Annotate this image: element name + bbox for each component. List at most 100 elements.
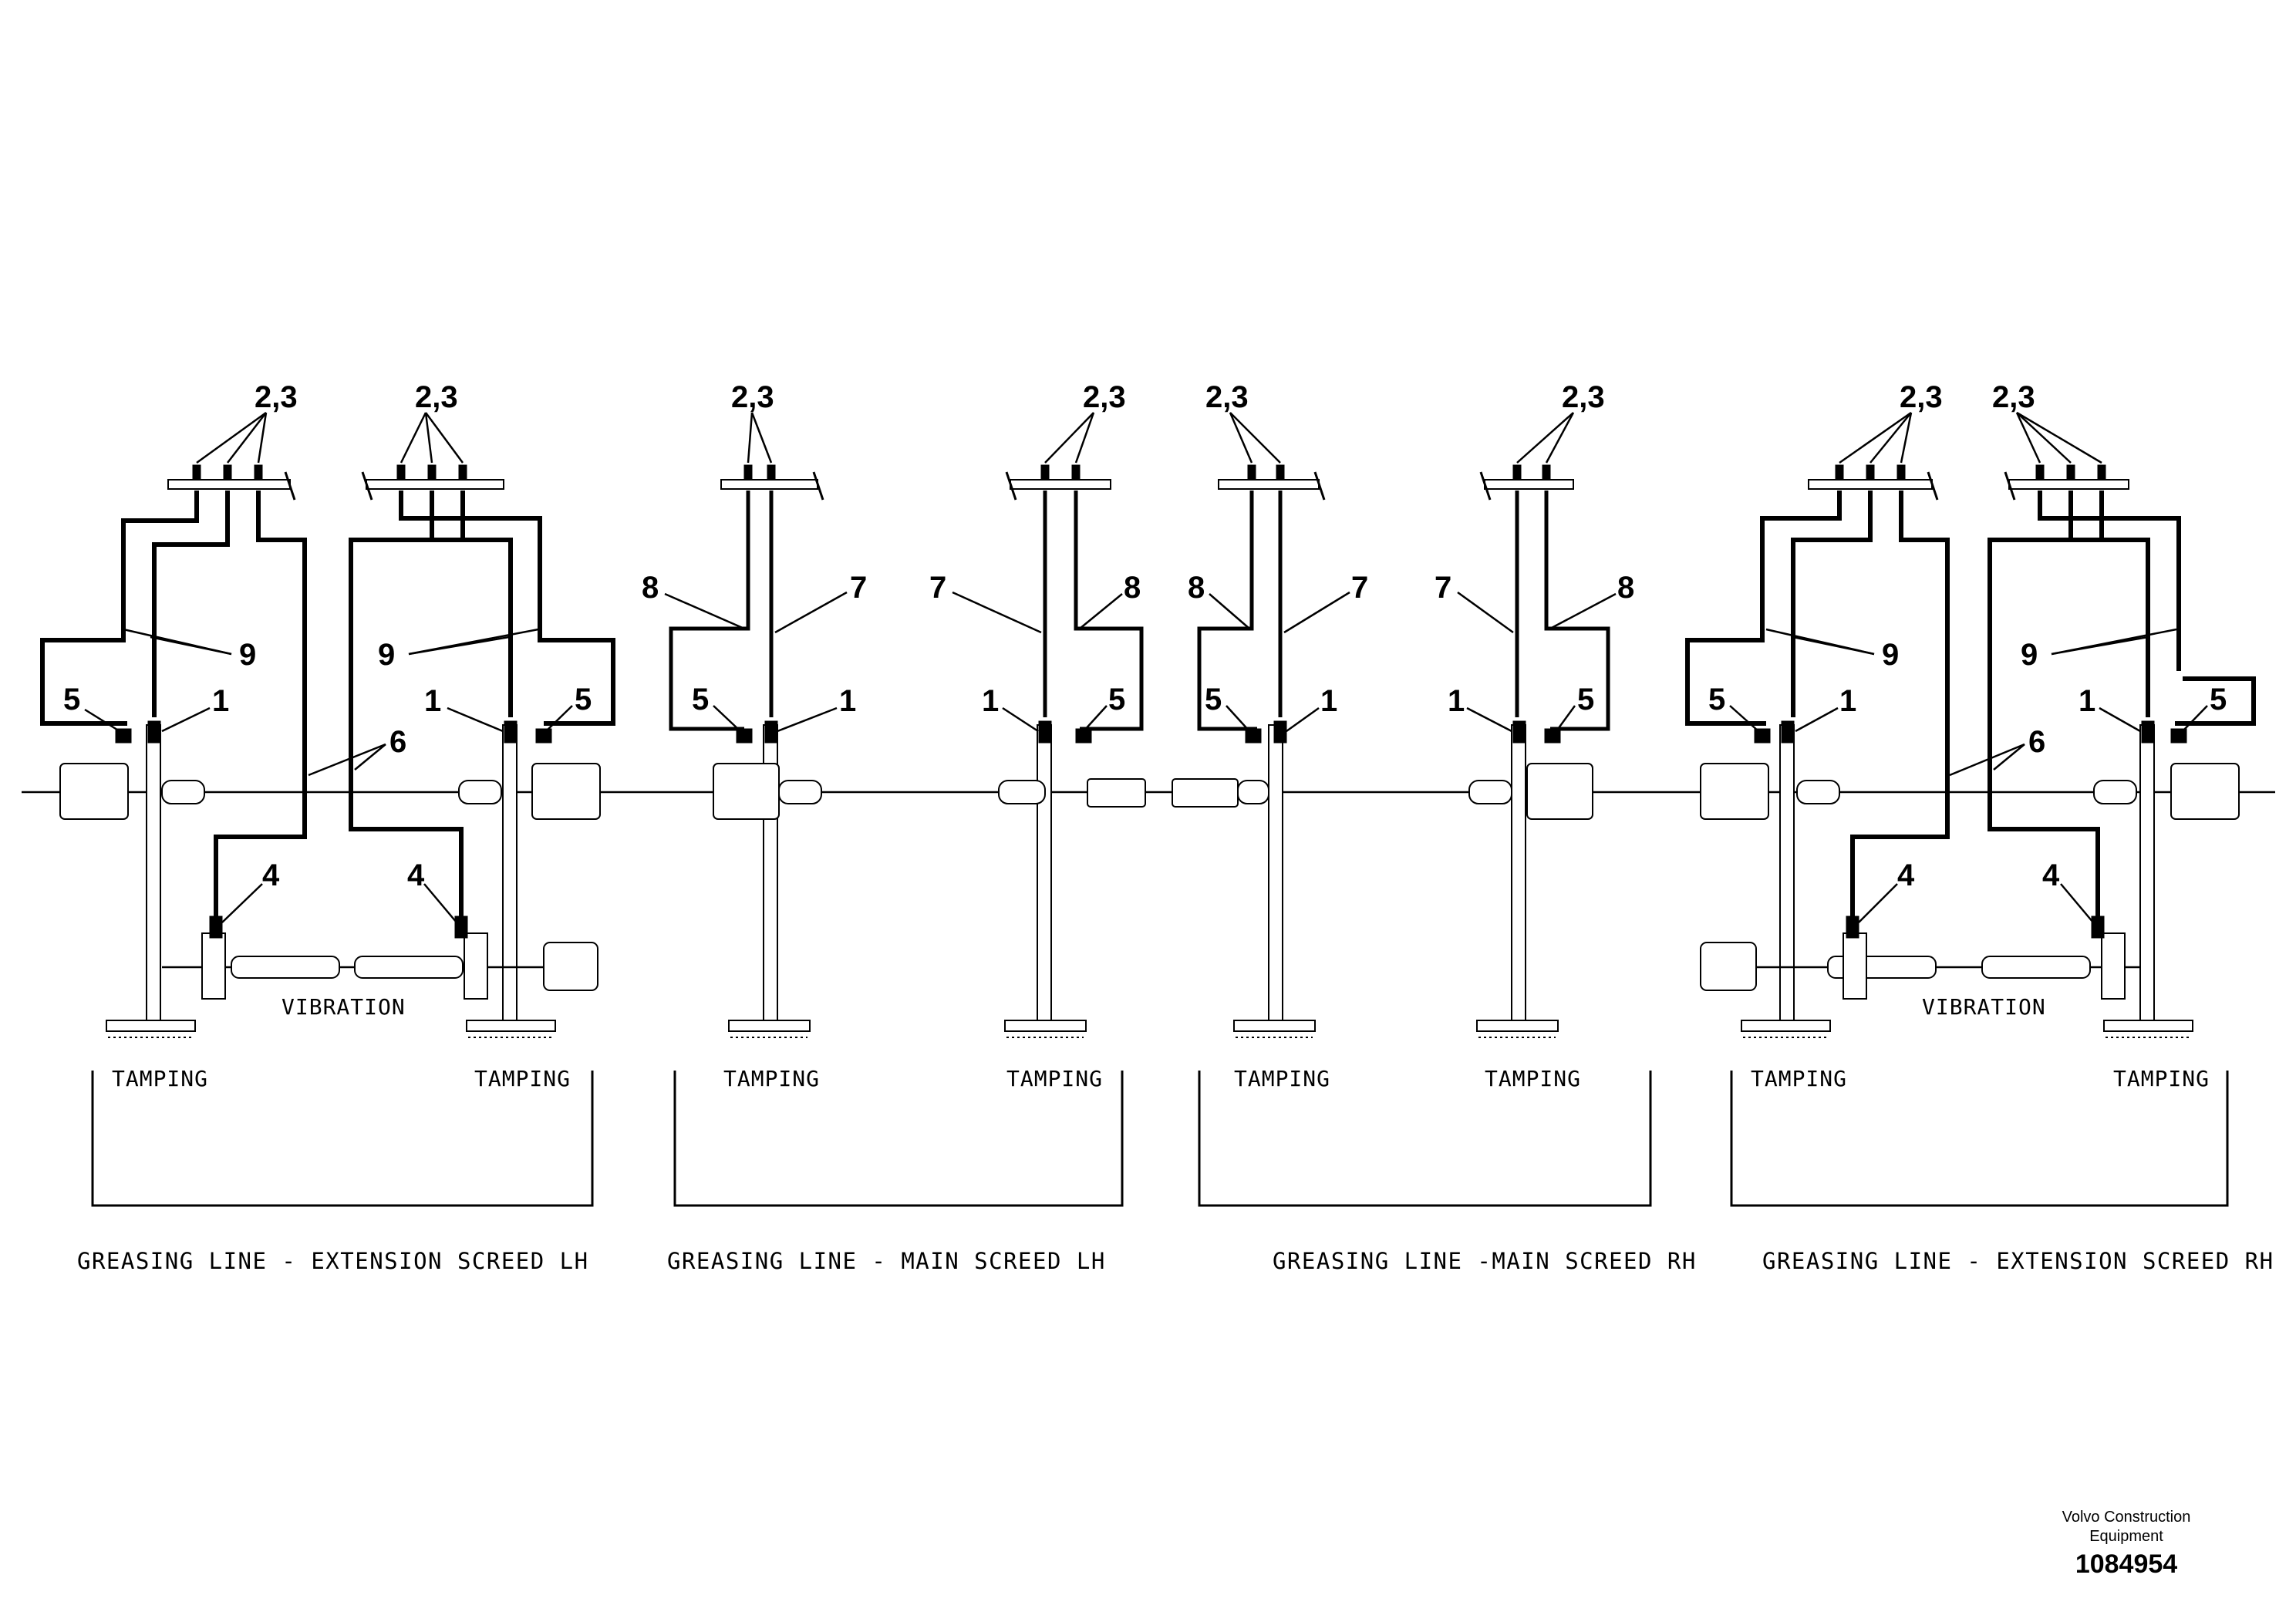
vibration-bearing <box>201 932 226 1000</box>
callout-5: 5 <box>1108 683 1125 717</box>
shaft-sleeve <box>2093 780 2137 804</box>
tamping-post <box>1779 724 1795 1023</box>
leader-line <box>1870 412 1912 464</box>
grease-line-6 <box>1850 491 1950 918</box>
grease-line-6 <box>349 491 465 918</box>
tamping-post <box>1511 724 1526 1023</box>
shaft-coupling <box>1172 778 1239 808</box>
tamping-label: TAMPING <box>1234 1066 1330 1091</box>
tamping-label: TAMPING <box>1751 1066 1847 1091</box>
callout-5: 5 <box>575 683 592 717</box>
brand-line-2: Equipment <box>2089 1528 2163 1545</box>
grease-line-9 <box>430 491 513 717</box>
manifold-fitting <box>1512 464 1522 480</box>
callout-4: 4 <box>262 858 280 892</box>
callout-2-3: 2,3 <box>1562 380 1605 414</box>
callout-5: 5 <box>2210 683 2227 717</box>
manifold-fitting <box>223 464 232 480</box>
grease-line-9 <box>2068 491 2150 717</box>
leader-line <box>545 705 573 732</box>
grease-nipple-1 <box>2141 720 2155 744</box>
tamping-post <box>502 724 518 1023</box>
grease-manifold <box>366 479 504 490</box>
callout-8: 8 <box>1188 571 1205 605</box>
leader-line <box>1457 591 1514 634</box>
leader-line <box>777 706 838 733</box>
leader-line <box>408 628 539 656</box>
manifold-fitting <box>743 464 753 480</box>
leader-line <box>196 411 267 464</box>
manifold-fitting <box>1835 464 1844 480</box>
callout-4: 4 <box>2042 858 2060 892</box>
section-caption: GREASING LINE - EXTENSION SCREED LH <box>77 1248 589 1274</box>
grease-line-9 <box>152 491 230 717</box>
leader-line <box>1555 705 1576 732</box>
break-mark <box>2004 471 2016 501</box>
leader-line <box>1229 412 1281 464</box>
tamping-post <box>146 724 161 1023</box>
post-foot <box>106 1020 196 1032</box>
leader-line <box>1079 593 1123 629</box>
screed-frame <box>1198 1071 1652 1207</box>
leader-line <box>1839 411 1912 464</box>
shaft-sleeve <box>778 780 822 804</box>
grease-line-9 <box>1791 491 1873 717</box>
manifold-fitting <box>767 464 776 480</box>
manifold-fitting <box>1071 464 1081 480</box>
callout-2-3: 2,3 <box>731 380 774 414</box>
leader-line <box>2016 411 2102 464</box>
grease-line-9 <box>399 491 615 726</box>
leader-line <box>1795 706 1839 733</box>
grease-nipple-4 <box>1846 916 1859 939</box>
break-mark <box>1927 471 1939 501</box>
vibration-bearing <box>1843 932 1867 1000</box>
leader-line <box>221 883 263 923</box>
bearing-housing <box>59 763 129 820</box>
elbow-fitting-5 <box>736 728 753 744</box>
break-mark <box>284 471 296 501</box>
callout-1: 1 <box>1839 684 1856 718</box>
leader-line <box>713 705 741 732</box>
callout-5: 5 <box>63 683 80 717</box>
leader-line <box>308 743 386 777</box>
post-foot <box>466 1020 556 1032</box>
leader-line <box>2099 706 2141 733</box>
grease-nipple-1 <box>764 720 778 744</box>
leader-line <box>1729 705 1759 732</box>
panel-main-screed-lh: 2,3 2,3 8 7 7 8 5 1 1 5 TAMPING TAMPING … <box>642 380 1146 1274</box>
post-foot <box>2103 1020 2193 1032</box>
elbow-fitting-5 <box>1754 728 1771 744</box>
grease-nipple-1 <box>504 720 518 744</box>
tamping-label: TAMPING <box>1006 1066 1103 1091</box>
publisher-footer: Volvo Construction Equipment 1084954 <box>2011 1508 2242 1580</box>
document-number: 1084954 <box>2075 1549 2178 1579</box>
leader-line <box>2182 705 2208 732</box>
leader-line <box>447 706 504 733</box>
leader-line <box>424 412 464 464</box>
callout-7: 7 <box>1435 571 1451 605</box>
manifold-fitting <box>1247 464 1256 480</box>
leader-line <box>2060 883 2094 923</box>
manifold-fitting <box>192 464 201 480</box>
callout-1: 1 <box>1320 684 1337 718</box>
grease-line-9 <box>40 491 199 726</box>
break-mark <box>812 471 824 501</box>
manifold-fitting <box>1542 464 1551 480</box>
grease-nipple-1 <box>1038 720 1052 744</box>
grease-line-9 <box>2175 676 2256 726</box>
section-caption: GREASING LINE - EXTENSION SCREED RH <box>1762 1248 2274 1274</box>
callout-9: 9 <box>2021 638 2038 672</box>
callout-5: 5 <box>692 683 709 717</box>
manifold-fitting <box>1896 464 1906 480</box>
post-foot <box>1476 1020 1559 1032</box>
vibration-motor <box>543 942 598 991</box>
leader-line <box>952 591 1042 634</box>
leader-line <box>1044 412 1094 464</box>
elbow-fitting-5 <box>1075 728 1092 744</box>
elbow-fitting-5 <box>115 728 132 744</box>
leader-line <box>664 592 745 630</box>
grease-line-6 <box>1988 491 2104 918</box>
vibration-tube <box>231 956 340 979</box>
manifold-fitting <box>2097 464 2106 480</box>
